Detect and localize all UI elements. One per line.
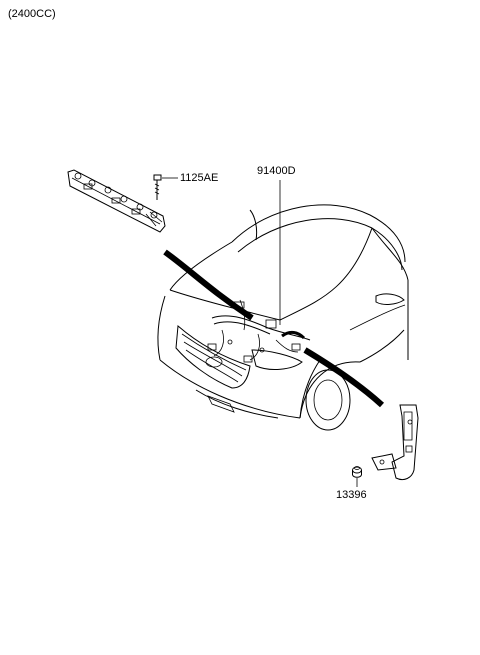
leader-stroke-harness [303,347,385,408]
wiring-harness[interactable] [207,299,311,363]
part-number-1125AE[interactable]: 1125AE [180,172,219,184]
part-number-91400D[interactable]: 91400D [257,165,296,177]
harness-rail-bracket[interactable] [67,169,166,233]
nut-icon[interactable] [352,466,362,488]
part-number-13396[interactable]: 13396 [336,489,367,501]
ground-bracket[interactable] [371,404,419,481]
bolt-icon[interactable] [153,174,178,200]
engine-spec-label: (2400CC) [8,8,56,20]
